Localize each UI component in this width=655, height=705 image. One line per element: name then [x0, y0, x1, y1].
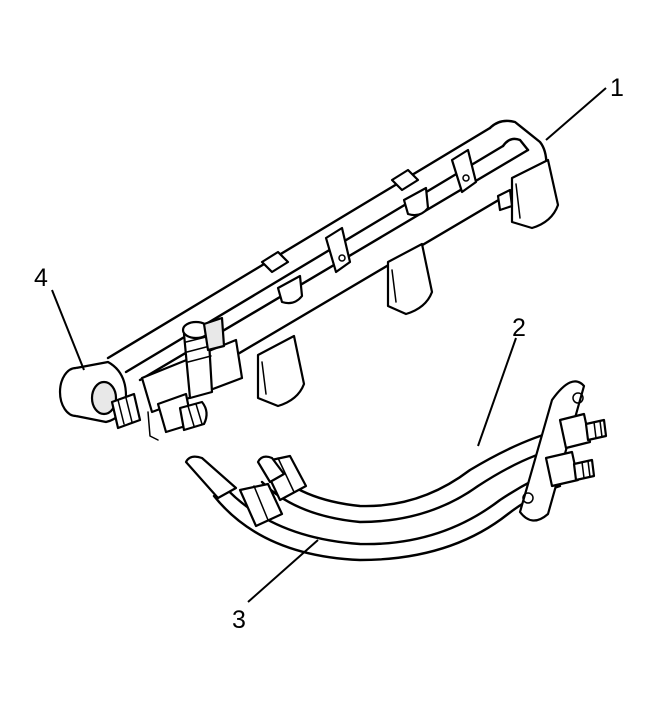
leader-line-3: [247, 539, 319, 603]
callout-label-4: 4: [34, 264, 48, 292]
fuel-rail-assembly: [106, 119, 560, 441]
rail-inlet-fitting: [156, 392, 208, 434]
injector-cup: [276, 274, 304, 305]
callout-2: 2: [477, 314, 526, 447]
leader-line-2: [477, 337, 517, 447]
injector-bracket: [510, 158, 560, 230]
fuel-line-feed: [256, 428, 562, 524]
fuel-line-fitting: [558, 412, 608, 450]
fuel-line-fitting: [544, 450, 596, 488]
fuel-line-bracket: [518, 380, 586, 522]
callout-label-2: 2: [512, 314, 526, 342]
callout-label-3: 3: [232, 606, 246, 634]
injector-bracket: [260, 250, 290, 274]
injector-bracket: [450, 148, 478, 194]
fuel-pressure-regulator: [58, 360, 142, 430]
leader-line-4: [51, 289, 85, 371]
pressure-test-port: [181, 316, 226, 400]
injector-bracket: [386, 242, 434, 316]
fuel-line-return: [184, 455, 562, 562]
callout-1: 1: [545, 74, 624, 141]
injector-cup: [496, 188, 514, 212]
leader-line-1: [545, 87, 607, 141]
callout-label-1: 1: [610, 74, 624, 102]
injector-cup: [402, 186, 430, 217]
injector-bracket: [390, 168, 420, 192]
injector-bracket: [324, 226, 352, 274]
injector-bracket: [256, 334, 306, 408]
callout-3: 3: [232, 539, 319, 634]
callout-4: 4: [34, 264, 85, 371]
